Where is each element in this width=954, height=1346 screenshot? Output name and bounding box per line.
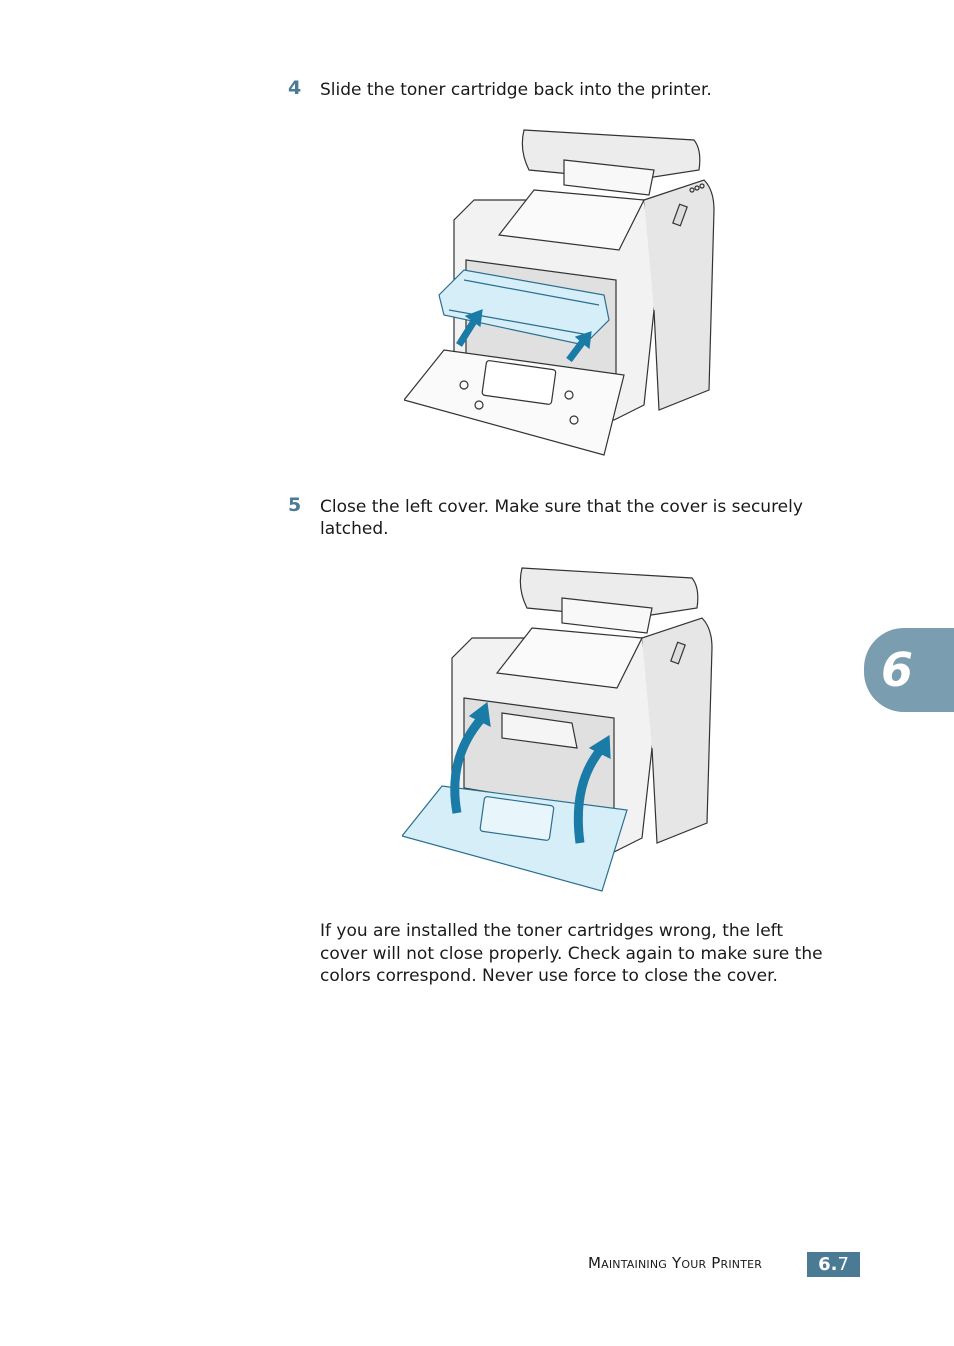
step-text-line-2: latched. xyxy=(320,519,389,539)
footer-section-title: Maintaining Your Printer xyxy=(588,1254,763,1272)
page-number-major: 6. xyxy=(818,1254,838,1275)
step-number: 4 xyxy=(288,77,302,99)
chapter-tab: 6 xyxy=(864,628,954,712)
note-line-3: colors correspond. Never use force to cl… xyxy=(320,966,778,986)
note-line-2: cover will not close properly. Check aga… xyxy=(320,943,823,964)
note-line-1: If you are installed the toner cartridge… xyxy=(320,921,784,941)
printer-close-cover-illustration xyxy=(400,558,716,894)
step-number: 5 xyxy=(288,494,302,516)
step-text-line-1: Close the left cover. Make sure that the… xyxy=(320,497,803,517)
chapter-number: 6 xyxy=(880,643,913,697)
printer-insert-cartridge-illustration xyxy=(402,120,716,460)
page-number-badge: 6.7 xyxy=(807,1252,860,1277)
step-text: Slide the toner cartridge back into the … xyxy=(320,80,712,100)
page-number-minor: 7 xyxy=(837,1254,849,1275)
note-paragraph: If you are installed the toner cartridge… xyxy=(320,920,860,988)
